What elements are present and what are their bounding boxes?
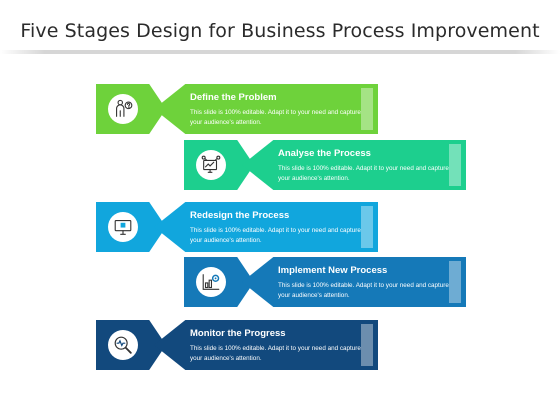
monitor-analysis-icon: [201, 155, 221, 173]
monitor-design-icon: [114, 220, 132, 235]
stage-1-tab: [361, 88, 373, 130]
stage-3-banner: Redesign the Process This slide is 100% …: [154, 202, 378, 252]
stage-4-title: Implement New Process: [278, 265, 388, 276]
stage-4-description: This slide is 100% editable. Adapt it to…: [278, 282, 449, 299]
stage-1: Define the Problem This slide is 100% ed…: [96, 84, 378, 134]
person-question-icon: [116, 99, 133, 117]
stage-4: Implement New Process This slide is 100%…: [184, 257, 466, 307]
stage-3-title: Redesign the Process: [190, 210, 290, 221]
stage-5-description: This slide is 100% editable. Adapt it to…: [190, 345, 361, 362]
stage-5-title: Monitor the Progress: [190, 328, 286, 339]
stage-5: Monitor the Progress This slide is 100% …: [96, 320, 378, 370]
stage-2: Analyse the Process This slide is 100% e…: [184, 140, 466, 190]
stage-2-title: Analyse the Process: [278, 148, 371, 159]
title-divider: [0, 50, 560, 54]
stage-4-banner: Implement New Process This slide is 100%…: [242, 257, 466, 307]
page-title: Five Stages Design for Business Process …: [20, 20, 540, 42]
stage-1-description: This slide is 100% editable. Adapt it to…: [190, 109, 361, 126]
gear-chart-icon: [202, 274, 220, 290]
stage-4-tab: [449, 261, 461, 303]
stage-1-banner: Define the Problem This slide is 100% ed…: [154, 84, 378, 134]
stage-3-icon-circle: [108, 212, 138, 242]
stage-2-icon-circle: [196, 150, 226, 180]
stage-3: Redesign the Process This slide is 100% …: [96, 202, 378, 252]
stage-2-description: This slide is 100% editable. Adapt it to…: [278, 165, 449, 182]
stage-1-icon-circle: [108, 94, 138, 124]
stage-3-tab: [361, 206, 373, 248]
stage-3-description: This slide is 100% editable. Adapt it to…: [190, 227, 361, 244]
stage-5-tab: [361, 324, 373, 366]
stage-5-icon-circle: [108, 330, 138, 360]
magnifier-pulse-icon: [114, 336, 132, 354]
stage-2-banner: Analyse the Process This slide is 100% e…: [242, 140, 466, 190]
stage-4-icon-circle: [196, 267, 226, 297]
stage-1-title: Define the Problem: [190, 92, 277, 103]
stage-2-tab: [449, 144, 461, 186]
stage-5-banner: Monitor the Progress This slide is 100% …: [154, 320, 378, 370]
